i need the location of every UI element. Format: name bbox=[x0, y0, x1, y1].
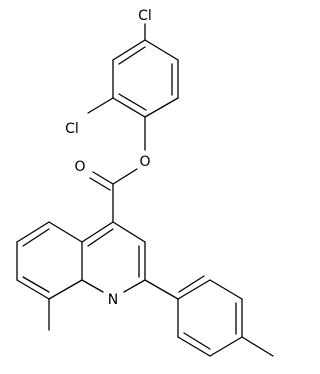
quinoline-tolyl-bond bbox=[144, 279, 179, 300]
bond bbox=[48, 279, 83, 300]
bond bbox=[48, 221, 83, 243]
molecule-drawing: Cl Cl O O N bbox=[16, 8, 274, 357]
bond bbox=[81, 221, 114, 243]
bond bbox=[123, 279, 146, 293]
bond bbox=[112, 39, 146, 61]
bond bbox=[144, 97, 179, 118]
o-carbonyl-bond bbox=[112, 168, 138, 185]
bond bbox=[16, 221, 50, 243]
chlorine-label-left: Cl bbox=[65, 121, 79, 137]
bond bbox=[118, 46, 146, 65]
quinoline-pyridine-ring bbox=[81, 221, 146, 293]
chlorine-label-top: Cl bbox=[138, 8, 152, 24]
ester-oxygen-label: O bbox=[139, 154, 150, 170]
bond bbox=[183, 332, 211, 350]
structure-canvas: Cl Cl O O N bbox=[16, 8, 274, 357]
tolyl-ring bbox=[177, 275, 243, 357]
bond bbox=[112, 221, 146, 243]
bond bbox=[177, 279, 211, 300]
bond bbox=[112, 97, 146, 118]
bond bbox=[209, 336, 243, 357]
dichlorophenyl-ring bbox=[112, 39, 179, 118]
bond bbox=[144, 39, 179, 61]
bond bbox=[209, 279, 243, 300]
bond bbox=[22, 276, 50, 293]
bond bbox=[178, 275, 205, 293]
carbonyl-oxygen-label: O bbox=[74, 159, 85, 175]
bond bbox=[87, 228, 114, 247]
nitrogen-label: N bbox=[108, 292, 118, 308]
carbonyl-double-bond bbox=[89, 177, 111, 191]
bond bbox=[22, 228, 50, 247]
tolyl-methyl-bond bbox=[241, 336, 274, 357]
c-cl-bond-left bbox=[87, 97, 114, 114]
bond bbox=[177, 336, 211, 357]
bond bbox=[16, 279, 50, 300]
bond bbox=[81, 279, 104, 293]
carbonyl-double-bond bbox=[92, 171, 114, 185]
quinoline-benzo-ring bbox=[16, 221, 83, 300]
bond bbox=[118, 93, 147, 111]
